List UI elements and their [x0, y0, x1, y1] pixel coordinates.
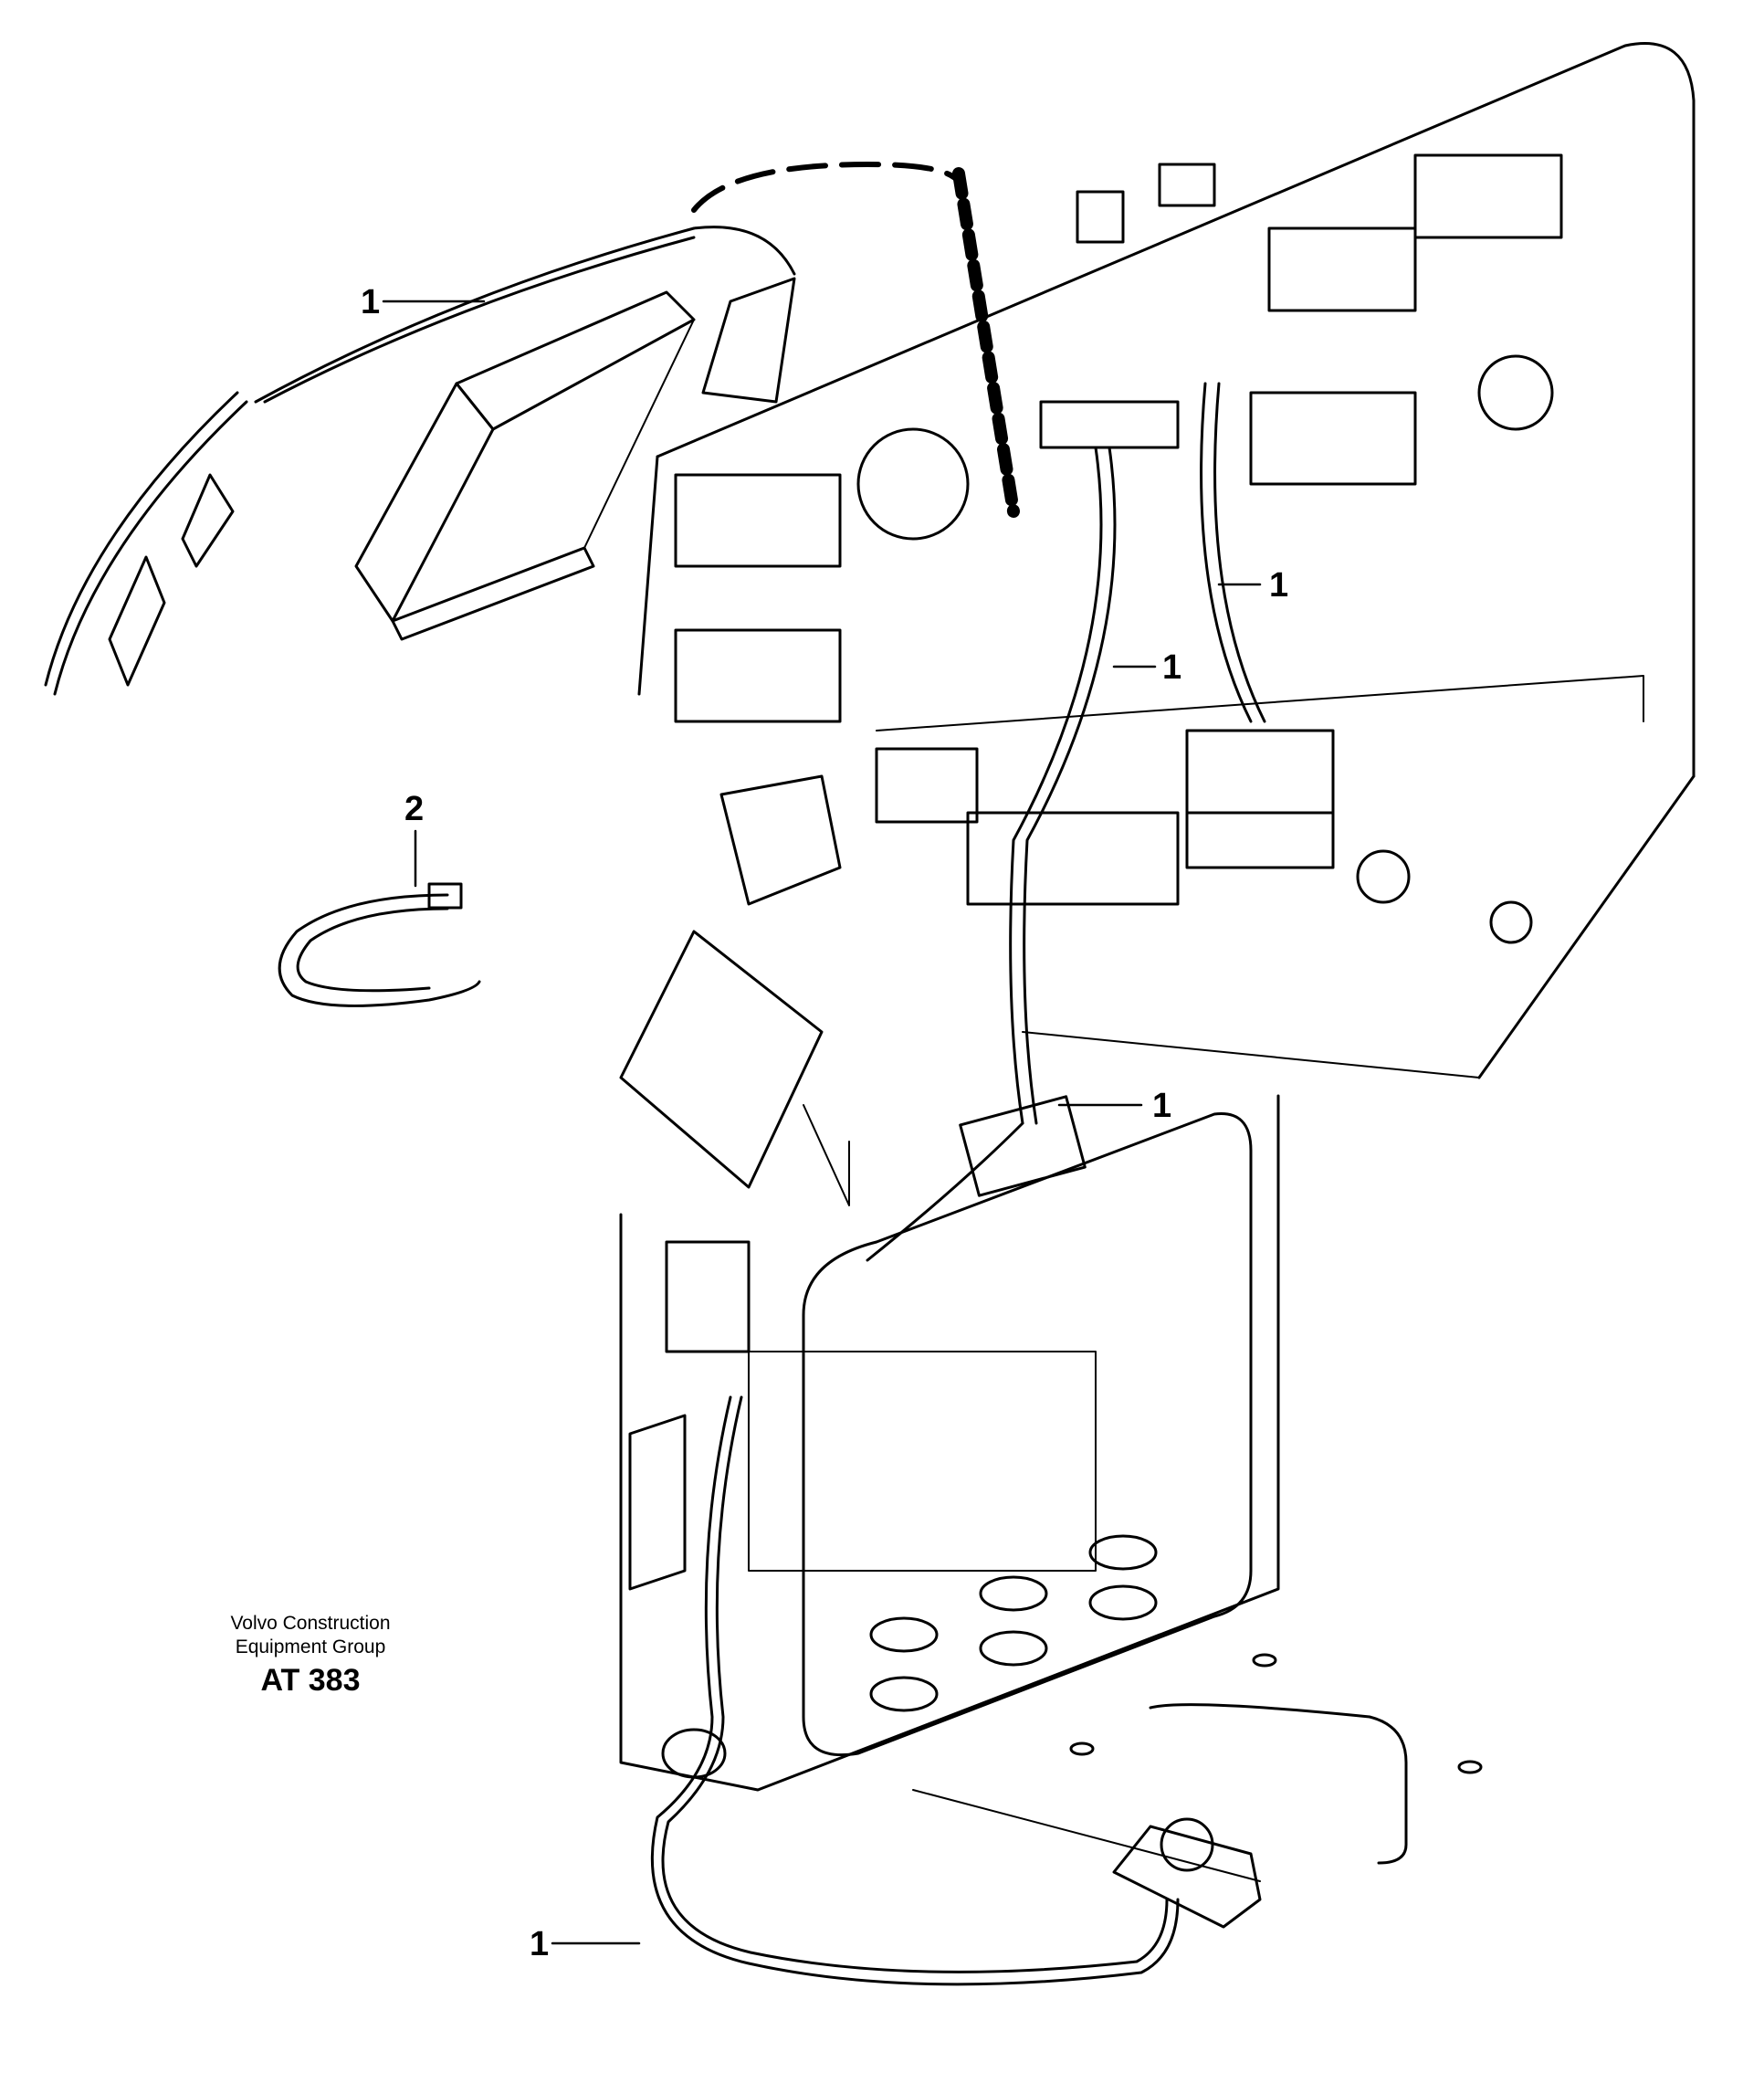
callout-1-top-left: 1 [361, 283, 380, 321]
callout-labels: 1 1 1 1 1 2 [361, 283, 1288, 1963]
credit-line-1: Volvo Construction [230, 1613, 391, 1634]
floor-plate [912, 1653, 1483, 1882]
callout-1-center: 1 [1162, 648, 1181, 687]
left-harness [44, 226, 796, 696]
lower-box [619, 1094, 1280, 1792]
switch-module [619, 747, 979, 1189]
cable-tie [278, 882, 481, 1007]
bottom-harness [650, 1395, 1262, 1986]
center-harness [866, 382, 1266, 1262]
harness-dashed-route [691, 162, 1020, 518]
credit-line-2: Equipment Group [235, 1636, 386, 1657]
publisher-credit: Volvo Construction Equipment Group AT 38… [196, 1612, 425, 1699]
callout-1-bottom-left: 1 [530, 1925, 549, 1963]
callout-1-lower-center: 1 [1152, 1087, 1171, 1125]
leader-lines [382, 300, 1262, 1945]
callout-1-right-upper: 1 [1269, 566, 1288, 605]
control-unit [354, 290, 696, 641]
relay-blocks [674, 153, 1563, 723]
callout-2-cable-tie: 2 [404, 790, 424, 828]
dashboard-panel [637, 42, 1696, 1206]
fuse-block [966, 729, 1533, 944]
drawing-id: AT 383 [260, 1663, 361, 1698]
